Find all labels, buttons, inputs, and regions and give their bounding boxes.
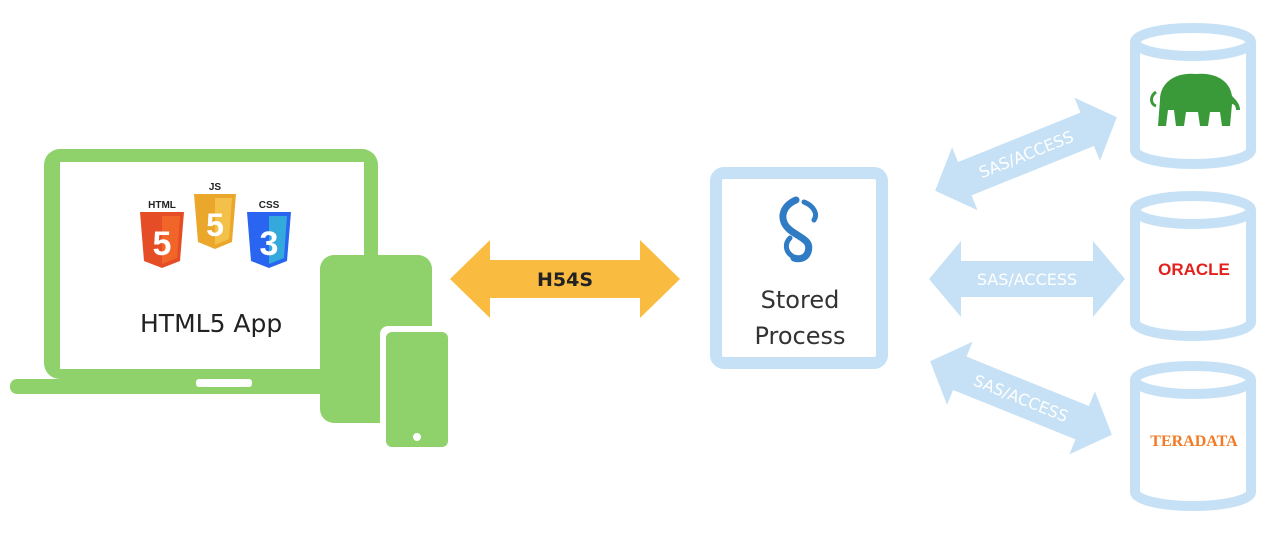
elephant-icon — [1150, 73, 1240, 126]
css-badge-text: CSS — [259, 200, 280, 211]
js-badge-icon: JS 5 — [194, 182, 236, 249]
app-label: HTML5 App — [140, 309, 283, 338]
access-arrow-hadoop: SAS/ACCESS — [935, 97, 1117, 211]
oracle-logo-text: ORACLE — [1158, 260, 1230, 279]
teradata-database-cylinder: TERADATA — [1130, 361, 1256, 511]
stored-process-line1: Stored — [760, 286, 840, 314]
stored-process-label: Stored Process — [712, 282, 888, 354]
h54s-link-arrow: H54S — [450, 240, 680, 318]
access-arrow-oracle: SAS/ACCESS — [929, 241, 1125, 317]
access-arrow-teradata: SAS/ACCESS — [930, 341, 1112, 455]
hadoop-database-cylinder — [1130, 23, 1256, 169]
h54s-label: H54S — [537, 269, 593, 291]
phone-icon — [380, 326, 452, 450]
css3-badge-icon: CSS 3 — [247, 200, 291, 268]
svg-text:5: 5 — [206, 207, 224, 243]
oracle-database-cylinder: ORACLE — [1130, 191, 1256, 341]
html5-badge-icon: HTML 5 — [140, 200, 184, 268]
svg-text:5: 5 — [153, 225, 172, 263]
stored-process-box — [710, 167, 888, 369]
access-label-oracle: SAS/ACCESS — [977, 270, 1077, 289]
teradata-logo-text: TERADATA — [1150, 433, 1238, 450]
laptop-icon — [10, 149, 392, 394]
stored-process-line2: Process — [754, 322, 846, 350]
sas-logo-icon — [779, 196, 819, 263]
svg-text:3: 3 — [260, 225, 279, 263]
js-badge-text: JS — [209, 182, 222, 193]
html-badge-text: HTML — [148, 200, 176, 211]
